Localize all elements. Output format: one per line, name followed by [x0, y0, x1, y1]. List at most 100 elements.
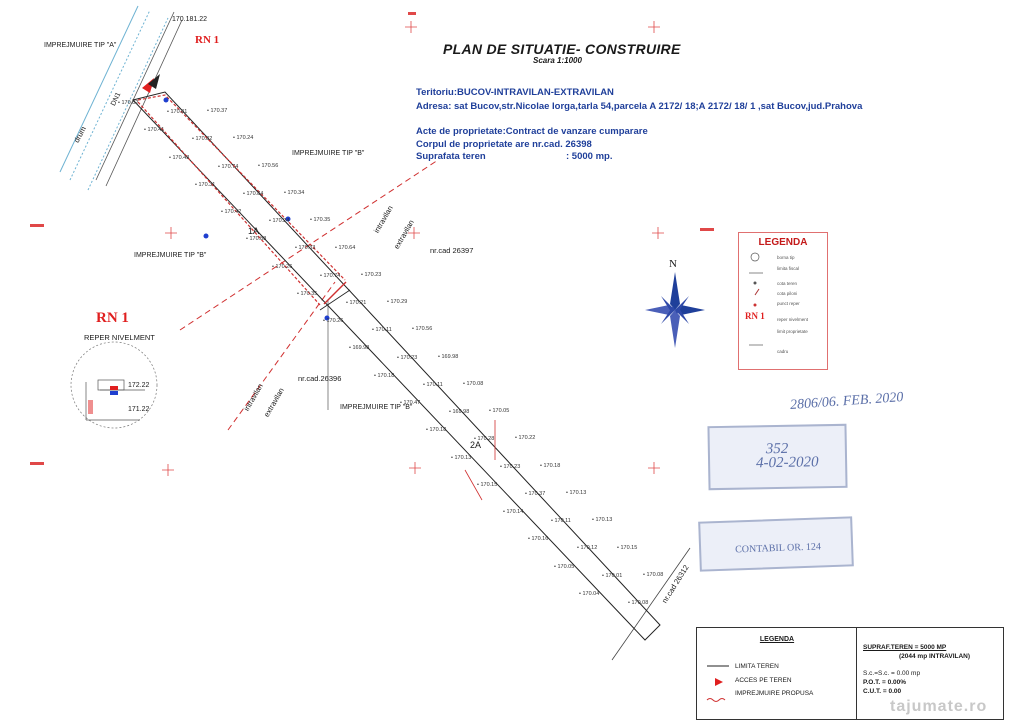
elevation-point: • 170.81: [167, 109, 188, 115]
watermark: tajumate.ro: [890, 698, 988, 715]
elevation-point: • 170.22: [515, 435, 536, 441]
top-coords: 170.181.22: [172, 16, 208, 23]
elevation-point: • 170.24: [233, 135, 254, 141]
imprejmuire-b-label-1: IMPREJMUIRE TIP "B": [292, 150, 365, 157]
elevation-point: • 170.74: [218, 164, 239, 170]
elevation-point: • 170.15: [617, 545, 638, 551]
access-arrow-icon: [142, 74, 160, 93]
elevation-point: • 170.26: [272, 264, 293, 270]
elevation-point: • 170.23: [361, 272, 382, 278]
elevation-point: • 170.37: [525, 491, 546, 497]
elevation-point: • 170.11: [423, 382, 443, 388]
elevation-point: • 170.26: [323, 318, 344, 324]
page-title: PLAN DE SITUATIE- CONSTRUIRE: [443, 41, 681, 57]
grid-ticks: [30, 12, 714, 465]
parcel-split-line: [319, 289, 351, 311]
legend-item: punct reper: [777, 301, 800, 306]
elevation-point: • 170.42: [221, 209, 242, 215]
stamp-box-1: 352 4-02-2020: [707, 423, 848, 491]
teritoriu-text: Teritoriu:BUCOV-INTRAVILAN-EXTRAVILAN: [416, 87, 614, 98]
legend-symbols: [749, 252, 763, 346]
road-edge: [95, 11, 175, 181]
legend-item: cadru: [777, 349, 789, 354]
legend-item: reper nivelment: [777, 317, 809, 322]
north-arrow-icon: [645, 272, 705, 348]
north-label: N: [669, 258, 677, 270]
elevation-point: • 170.88: [246, 236, 267, 242]
elevation-point: • 170.21: [346, 300, 367, 306]
legend-bottom-title: LEGENDA: [759, 636, 795, 643]
summary-sc: S.c.=S.c. = 0.00 mp: [863, 670, 921, 677]
elevation-point: • 169.98: [349, 345, 370, 351]
elevation-point: • 170.08: [463, 381, 484, 387]
elevation-point: • 170.24: [269, 218, 290, 224]
elevation-point: • 170.18: [374, 373, 395, 379]
legend-title: LEGENDA: [758, 237, 808, 248]
elevation-point: • 170.47: [400, 400, 421, 406]
elevation-point: • 170.82: [192, 136, 213, 142]
intravilan-line-bottom: [227, 281, 336, 431]
summary-cut: C.U.T. = 0.00: [863, 688, 902, 695]
neighbor-line: [611, 547, 691, 661]
suprafata-value: : 5000 mp.: [566, 151, 613, 162]
elevation-point: • 170.29: [387, 299, 408, 305]
rn1-marker-label: RN 1: [195, 34, 220, 46]
elevation-point: • 170.35: [310, 217, 331, 223]
imprejmuire-b-label-2: IMPREJMUIRE TIP "B": [134, 252, 207, 259]
intravilan-line-top: [179, 159, 439, 331]
elevation-point: • 170.08: [643, 572, 664, 578]
parcel-1a-label: 1A: [248, 226, 260, 236]
suprafata-label: Suprafata teren: [416, 151, 486, 162]
road-dn1: [59, 5, 169, 191]
reper-nivelment-icon: [70, 341, 158, 429]
legend-bottom-panel: LEGENDA LIMITA TEREN ACCES PE TEREN IMPR…: [696, 627, 858, 720]
cadastral-26396: nr.cad.26396: [298, 374, 342, 383]
legend-bottom-symbols: [706, 665, 729, 702]
reper-elev-bottom: 171.22: [128, 406, 150, 413]
summary-panel: SUPRAF.TEREN = 5000 MP (2044 mp INTRAVIL…: [856, 627, 1004, 720]
elevation-point: • 170.08: [628, 600, 649, 606]
summary-suprafata: SUPRAF.TEREN = 5000 MP: [863, 644, 947, 651]
elevation-point: • 170.33: [295, 245, 316, 251]
elevation-point: • 170.56: [412, 326, 433, 332]
elevation-point: • 170.56: [258, 163, 279, 169]
elevation-point: • 170.12: [577, 545, 598, 551]
elevation-point: • 170.11: [551, 518, 571, 524]
elevation-point: • 170.16: [528, 536, 549, 542]
elevation-point: • 170.23: [397, 355, 418, 361]
scale-label: Scara 1:1000: [533, 56, 582, 65]
legend-item: borna tip: [777, 255, 795, 260]
elevation-point: • 170.04: [579, 591, 600, 597]
property-boundary: [132, 91, 661, 641]
reper-title: RN 1: [96, 310, 129, 326]
elevation-point: • 170.43: [169, 155, 190, 161]
elevation-point: • 170.41: [144, 127, 165, 133]
elevation-point: • 170.13: [451, 455, 472, 461]
elevation-point: • 170.74: [320, 273, 341, 279]
elevation-point: • 170.37: [207, 108, 228, 114]
summary-intravilan: (2044 mp INTRAVILAN): [899, 653, 971, 660]
proposed-fence: [323, 281, 347, 305]
fence-dimension: [464, 420, 496, 501]
legend-bottom-item: IMPREJMUIRE PROPUSA: [735, 690, 814, 697]
elevation-point: • 169.98: [438, 354, 459, 360]
legend-item: cota piloni: [777, 291, 798, 296]
stamp-text: CONTABIL OR. 124: [734, 541, 822, 556]
grid-crosses: [162, 21, 664, 476]
elevation-point: • 170.05: [554, 564, 575, 570]
imprejmuire-a-label: IMPREJMUIRE TIP "A": [44, 42, 117, 49]
corpul-text: Corpul de proprietate are nr.cad. 26398: [416, 139, 592, 150]
elevation-point: • 170.64: [335, 245, 356, 251]
legend-item: limita fiscal: [777, 266, 800, 271]
summary-pot: P.O.T. = 0.00%: [863, 679, 907, 686]
road-edge: [105, 19, 183, 187]
elevation-point: • 170.84: [243, 191, 264, 197]
imprejmuire-b-label-3: IMPREJMUIRE TIP "B": [340, 404, 413, 411]
elevation-point: • 170.34: [284, 190, 305, 196]
reper-elev-top: 172.22: [128, 382, 150, 389]
legend-bottom-item: LIMITA TEREN: [735, 663, 779, 670]
elevation-point: • 170.28: [474, 436, 495, 442]
elevation-point: • 169.98: [449, 409, 470, 415]
elevation-point: • 170.13: [566, 490, 587, 496]
